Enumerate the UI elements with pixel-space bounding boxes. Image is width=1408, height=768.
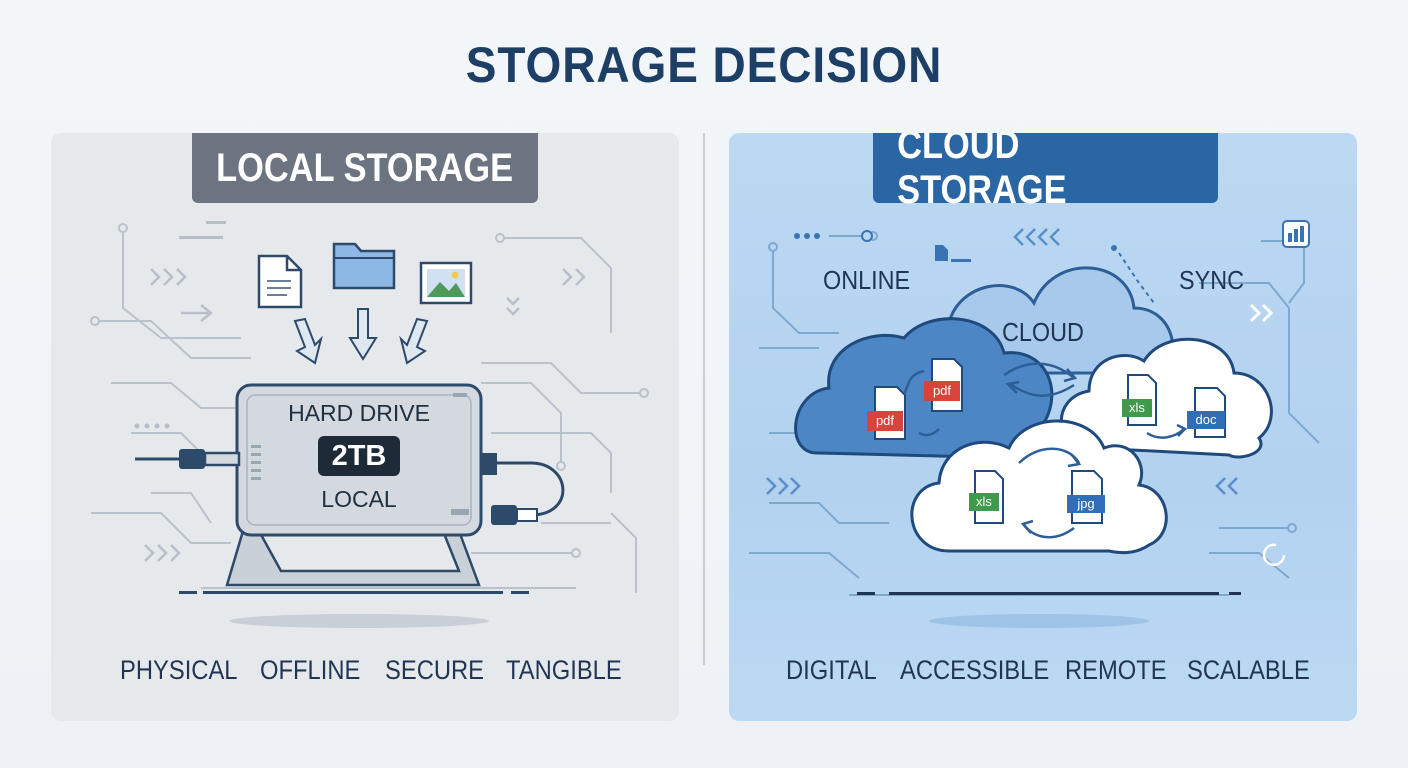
feature-digital: DIGITAL <box>786 655 877 685</box>
feature-remote: REMOTE <box>1065 655 1167 685</box>
local-features: PHYSICAL OFFLINE SECURE TANGIBLE <box>51 655 679 695</box>
local-storage-illustration <box>90 221 649 628</box>
drive-sublabel: LOCAL <box>321 486 397 512</box>
pdf-file-icon <box>924 358 963 412</box>
feature-physical: PHYSICAL <box>120 655 238 685</box>
circuit-lines-left <box>90 223 576 589</box>
cloud-storage-illustration <box>749 220 1320 628</box>
file-label-jpg: jpg <box>1077 496 1095 511</box>
usb-cable-left <box>135 449 241 469</box>
online-label: ONLINE <box>823 265 911 295</box>
drive-label: HARD DRIVE <box>288 400 430 426</box>
dots-icon <box>134 423 170 429</box>
usb-cable-right <box>481 453 565 525</box>
cloud-shadow <box>929 614 1149 628</box>
cloud-label: CLOUD <box>1002 317 1084 347</box>
chart-icon <box>1282 220 1310 248</box>
image-icon <box>419 261 473 305</box>
xls-file-icon <box>1122 374 1157 426</box>
feature-secure: SECURE <box>385 655 485 685</box>
file-label-xls: xls <box>1129 400 1145 415</box>
local-storage-header: LOCAL STORAGE <box>192 133 538 203</box>
center-divider <box>703 133 705 665</box>
file-label-doc: doc <box>1195 412 1217 427</box>
arrow-icon <box>181 304 214 322</box>
dash-mark <box>206 221 226 224</box>
sync-label: SYNC <box>1179 265 1245 295</box>
dash-mark <box>179 236 223 239</box>
sync-chevron-icon <box>1249 303 1274 323</box>
drive-capacity-badge: 2TB <box>318 436 400 476</box>
refresh-icon <box>1262 543 1286 567</box>
feature-tangible: TANGIBLE <box>506 655 622 685</box>
sync-arrows <box>903 362 1188 539</box>
chevron-icons <box>766 228 1238 495</box>
jpg-file-icon <box>1067 470 1105 524</box>
pdf-file-icon <box>867 386 906 440</box>
down-arrow-icons <box>293 308 429 365</box>
feature-scalable: SCALABLE <box>1187 655 1310 685</box>
cloud-features: DIGITAL ACCESSIBLE REMOTE SCALABLE <box>729 655 1357 695</box>
chevron-icons <box>144 268 586 562</box>
folder-icon <box>332 242 396 290</box>
document-icon <box>257 254 303 309</box>
cloud-storage-panel: CLOUD STORAGE ONLINE SYNC CLOUD pdf pdf … <box>729 133 1357 721</box>
feature-accessible: ACCESSIBLE <box>900 655 1050 685</box>
feature-offline: OFFLINE <box>260 655 361 685</box>
drive-shadow <box>229 614 489 628</box>
file-label-pdf: pdf <box>932 383 952 398</box>
circuit-lines-right <box>471 233 649 593</box>
local-storage-panel: LOCAL STORAGE HARD DRIVE 2TB LOCAL PHYSI… <box>51 133 679 721</box>
file-label-pdf: pdf <box>875 413 895 428</box>
small-file-icon <box>935 245 971 262</box>
page-title: STORAGE DECISION <box>465 37 943 93</box>
doc-file-icon <box>1187 387 1226 438</box>
cloud-storage-header: CLOUD STORAGE <box>873 133 1218 212</box>
xls-file-icon <box>969 470 1004 524</box>
file-label-xls: xls <box>976 494 992 509</box>
